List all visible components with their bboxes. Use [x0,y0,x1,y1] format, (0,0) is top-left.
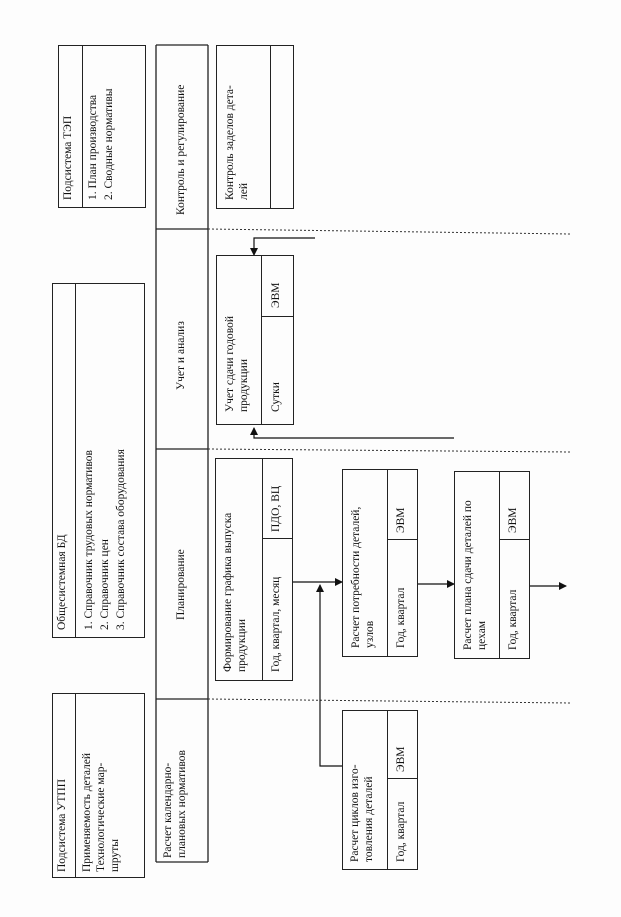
task-delivery-plan-vdiv [499,539,530,540]
task-schedule-vdiv [262,538,293,539]
subsystem-utpp-box [52,693,145,878]
column-calendar-line-2: плановых нормативов [176,750,188,858]
task-needs-hdiv [387,469,388,657]
task-annual-output-box [216,255,294,425]
task-annual-output-hdiv [261,255,262,425]
separator-planning-calendar-dotted [207,698,571,704]
task-annual-output-period: Сутки [270,382,282,412]
task-schedule-executor: ПДО, ВЦ [270,485,282,532]
column-accounting: Учет и анализ [175,321,187,390]
column-control: Контроль и регулирование [175,84,187,215]
subsystem-utpp-item-2: Технологические мар- [95,762,107,872]
task-needs-period: Год, квартал [395,587,407,648]
task-delivery-plan-box [454,471,530,659]
task-backlog-box [216,45,294,209]
task-cycles-period: Год, квартал [395,801,407,862]
task-needs-title-2: узлов [364,620,376,648]
subsystem-tep-item-1: 1. План производства [87,94,99,200]
subsystem-tep-divider [82,45,83,208]
task-cycles-title-2: товления деталей [363,776,375,862]
task-needs-box [342,469,418,657]
task-needs-vdiv [387,539,418,540]
task-schedule-period: Год, квартал, месяц [270,576,282,672]
task-backlog-title-1: Контроль заделов дета- [224,85,236,200]
subsystem-tep-title: Подсистема ТЭП [62,115,74,200]
task-annual-output-title-2: продукции [238,359,250,412]
task-delivery-plan-executor: ЭВМ [507,507,519,534]
subsystem-bd-item-1: 1. Справочник трудовых нормативов [83,450,95,630]
arrow-into-annual-output [250,237,315,256]
task-cycles-box [342,710,418,870]
task-cycles-vdiv [387,778,418,779]
task-schedule-hdiv [262,458,263,681]
subsystem-bd-box [52,283,145,638]
separator-accounting-planning-dotted [207,448,571,453]
subsystem-utpp-divider [75,693,76,878]
subsystem-bd-title: Общесистемная БД [56,534,68,630]
subsystem-bd-item-2: 2. Справочник цен [99,539,111,630]
column-planning: Планирование [175,549,187,620]
arrow-delivery-to-annual [250,427,454,439]
task-needs-executor: ЭВМ [395,507,407,534]
subsystem-tep-item-2: 2. Сводные нормативы [103,88,115,200]
task-cycles-hdiv [387,710,388,870]
task-delivery-plan-hdiv [499,471,500,659]
task-delivery-plan-title-2: цехам [476,620,488,650]
subsystem-utpp-title: Подсистема УТПП [56,778,68,872]
task-cycles-executor: ЭВМ [395,746,407,773]
task-schedule-title-1: Формирование графика выпуска [222,512,234,672]
task-annual-output-title-1: Учет сдачи годовой [224,315,236,412]
subsystem-bd-item-3: 3. Справочник состава оборудования [115,449,127,630]
task-backlog-divider [270,45,271,209]
task-delivery-plan-period: Год, квартал [507,589,519,650]
task-annual-output-executor: ЭВМ [270,282,282,309]
subsystem-utpp-item-1: Применяемость деталей [81,752,93,872]
column-calendar-line-1: Расчет календарно- [162,762,174,858]
task-delivery-plan-title-1: Расчет плана сдачи деталей по [462,500,474,650]
subsystem-tep-box [58,45,146,208]
arrow-cycles-to-schedule [316,584,342,767]
task-schedule-title-2: продукции [236,619,248,672]
task-backlog-title-2: лей [238,183,250,200]
task-cycles-title-1: Расчет циклов изго- [349,764,361,862]
separator-control-accounting-dotted [207,228,571,235]
task-schedule-box [215,458,293,681]
subsystem-bd-divider [75,283,76,638]
task-annual-output-vdiv [261,316,294,317]
task-needs-title-1: Расчет потребности деталей, [350,506,362,648]
subsystem-utpp-item-3: шруты [109,839,121,872]
